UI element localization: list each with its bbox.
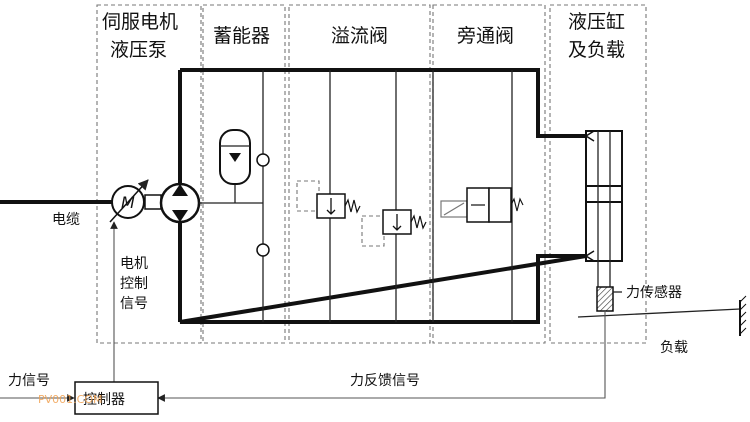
relief-valve-2-spring bbox=[410, 214, 427, 230]
force-sensor bbox=[596, 286, 614, 312]
load-label: 负载 bbox=[660, 340, 688, 356]
section-title-servo-pump-2: 液压泵 bbox=[110, 39, 167, 61]
watermark: PV001.COM bbox=[38, 393, 102, 406]
motor-variable-arrow bbox=[109, 179, 149, 223]
check-valve-bottom bbox=[256, 243, 270, 257]
relief-valve-2-arrow bbox=[392, 214, 402, 231]
main-hydraulic-loop bbox=[179, 68, 587, 324]
section-title-bypass-valve: 旁通阀 bbox=[457, 25, 514, 47]
controller-box bbox=[74, 381, 159, 415]
force-sensor-label: 力传感器 bbox=[626, 284, 682, 301]
force-feedback-label: 力反馈信号 bbox=[350, 373, 420, 389]
motor-control-label-1: 电机 bbox=[120, 256, 148, 272]
coupling bbox=[144, 194, 162, 210]
load-wall-hatch bbox=[739, 295, 747, 335]
bypass-solenoid-diag bbox=[443, 202, 465, 216]
relief-valve-2-pilot bbox=[361, 215, 385, 247]
cylinder-piston bbox=[585, 185, 623, 203]
cylinder-port-top-arrow bbox=[585, 130, 595, 142]
section-title-cylinder-1: 液压缸 bbox=[568, 11, 625, 33]
section-title-relief-valve: 溢流阀 bbox=[331, 25, 388, 47]
cylinder-port-bottom-arrow bbox=[585, 250, 595, 262]
relief-valve-1-arrow bbox=[326, 198, 336, 215]
section-title-servo-pump-1: 伺服电机 bbox=[102, 11, 178, 33]
section-title-accumulator: 蓄能器 bbox=[213, 25, 270, 47]
section-title-cylinder-2: 及负载 bbox=[568, 39, 625, 61]
relief-valve-1-pilot bbox=[296, 180, 320, 212]
force-feedback-signal-line bbox=[157, 311, 606, 402]
force-signal-label: 力信号 bbox=[8, 373, 50, 389]
bypass-valve-block-b bbox=[488, 187, 512, 223]
pump-triangle-up bbox=[172, 184, 188, 196]
cable-label: 电缆 bbox=[52, 212, 80, 228]
motor-control-label-3: 信号 bbox=[120, 296, 148, 312]
relief-valve-1-spring bbox=[344, 198, 361, 214]
controller-label: 控制器 bbox=[83, 392, 125, 408]
accumulator-triangle bbox=[229, 153, 241, 162]
section-box-servo-pump bbox=[96, 4, 202, 344]
motor-control-label-2: 控制 bbox=[120, 276, 148, 292]
section-box-relief-valve bbox=[288, 4, 431, 344]
section-box-bypass-valve bbox=[432, 4, 546, 344]
check-valve-top bbox=[256, 153, 270, 167]
bypass-spring bbox=[510, 197, 524, 212]
pump-triangle-down bbox=[172, 210, 188, 222]
